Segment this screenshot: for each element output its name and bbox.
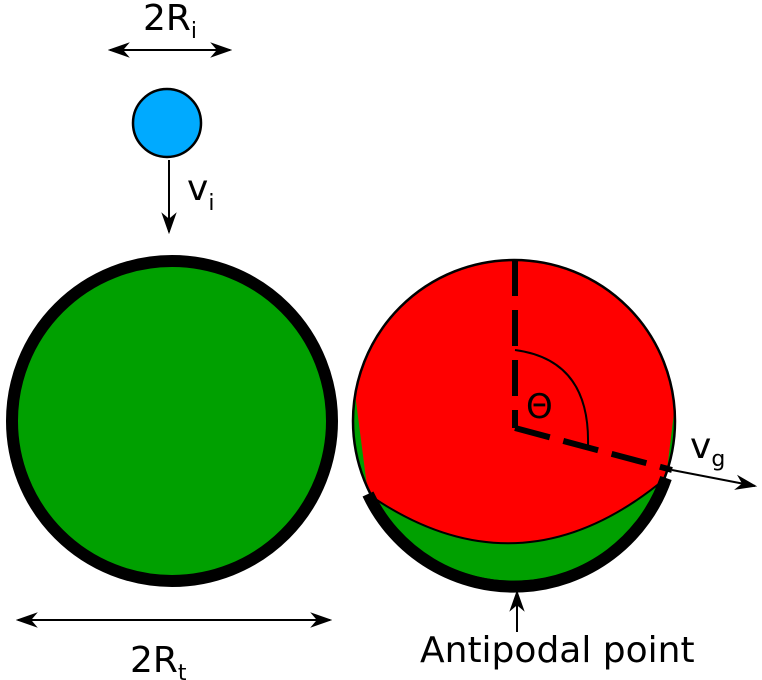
impactor-velocity-label: vi: [187, 168, 214, 216]
ejecta-dashed-line: [514, 425, 673, 473]
angle-label: Θ: [526, 387, 553, 427]
impactor-diameter-label: 2Ri: [143, 0, 197, 44]
angle-arc: [514, 349, 590, 446]
ejecta-velocity-label: vg: [690, 426, 725, 472]
post-impact-lower-outline: [362, 476, 672, 593]
antipodal-label: Antipodal point: [420, 630, 695, 671]
target-circle: [6, 255, 338, 587]
impact-region-boundary: [367, 477, 667, 545]
ejecta-velocity-arrow: [671, 469, 758, 490]
target-diameter-label: 2Rt: [130, 640, 187, 680]
impactor-circle: [131, 87, 203, 159]
